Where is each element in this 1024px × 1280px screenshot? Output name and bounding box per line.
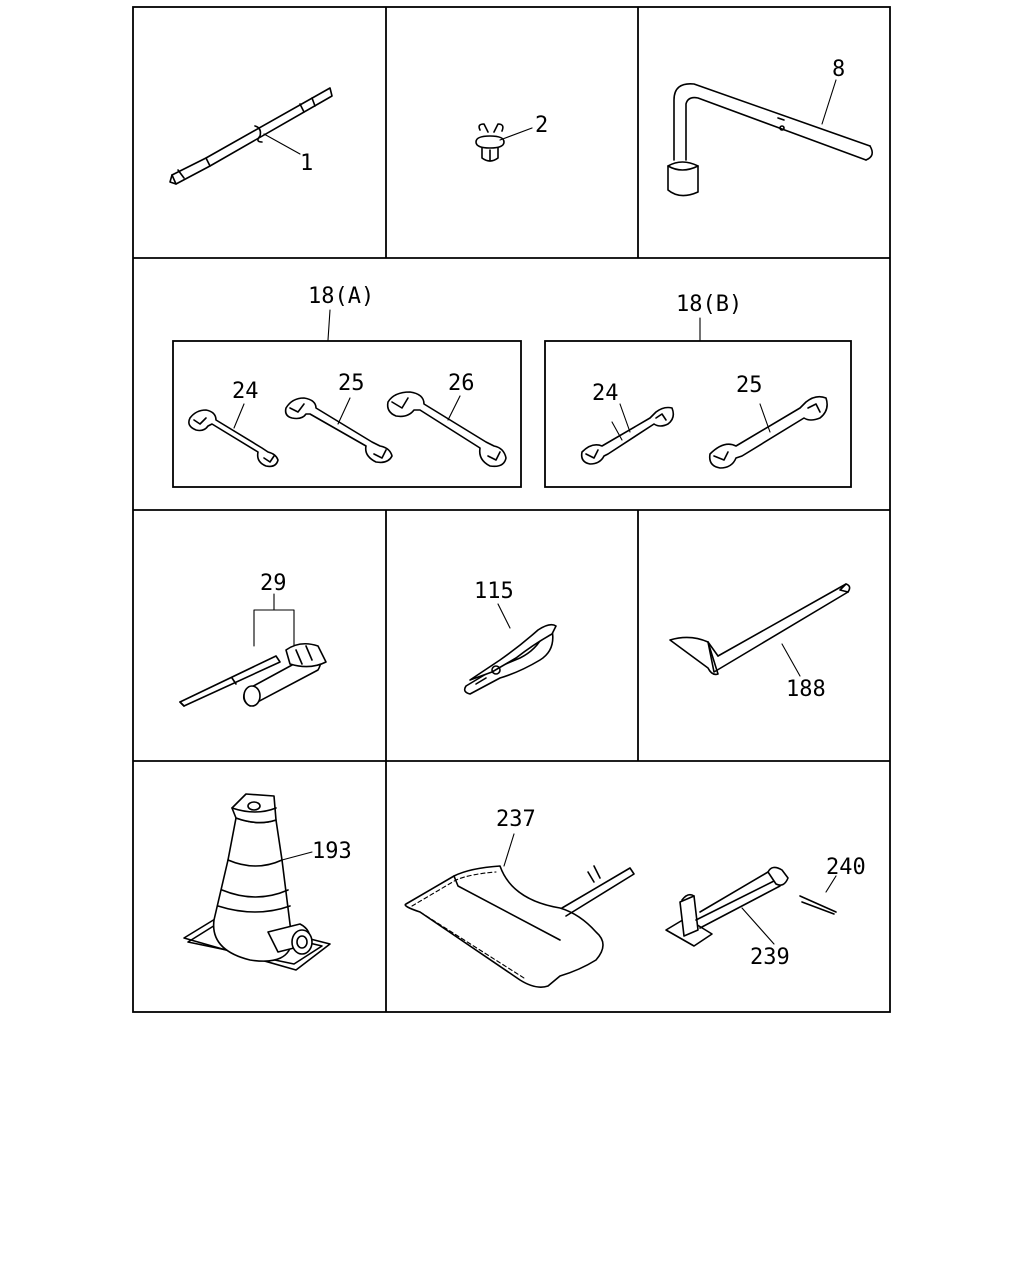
diagram-grid [132,6,891,1013]
part-240-pin-illustration [799,875,837,915]
wrench-25-set-a-illustration [284,397,393,464]
wrench-24-set-b-illustration [580,403,675,465]
callout-26: 26 [448,371,475,396]
callout-29: 29 [260,571,287,596]
callout-193: 193 [312,839,352,864]
callout-25-set-b: 25 [736,373,763,398]
part-115-pliers-illustration [463,603,557,695]
callout-18b: 18(B) [676,292,742,317]
wrench-set-18b-box [544,340,852,488]
part-8-wheel-wrench-illustration [667,79,874,197]
callout-188: 188 [786,677,826,702]
part-239-jack-lever-illustration [665,866,789,947]
callout-25-set-a: 25 [338,371,365,396]
callout-24-set-b: 24 [592,381,619,406]
callout-237: 237 [496,807,536,832]
wrench-set-18a-box [172,340,522,488]
part-29-screwdriver-socket-illustration [179,593,327,707]
part-2-clip-illustration [475,123,533,162]
part-237-tool-bag-illustration [404,833,635,988]
wrench-24-set-a-illustration [188,403,279,468]
callout-2: 2 [535,113,548,138]
part-193-bottle-jack-illustration [183,793,331,971]
callout-239: 239 [750,945,790,970]
callout-24-set-a: 24 [232,379,259,404]
part-1-jack-handle-illustration [169,87,333,185]
callout-240: 240 [826,855,866,880]
wrench-26-set-a-illustration [386,391,507,468]
callout-8: 8 [832,57,845,82]
wrench-25-set-b-illustration [708,395,828,469]
callout-115: 115 [474,579,514,604]
callout-1: 1 [300,151,313,176]
callout-18a: 18(A) [308,284,374,309]
part-188-bar-illustration [669,583,851,677]
